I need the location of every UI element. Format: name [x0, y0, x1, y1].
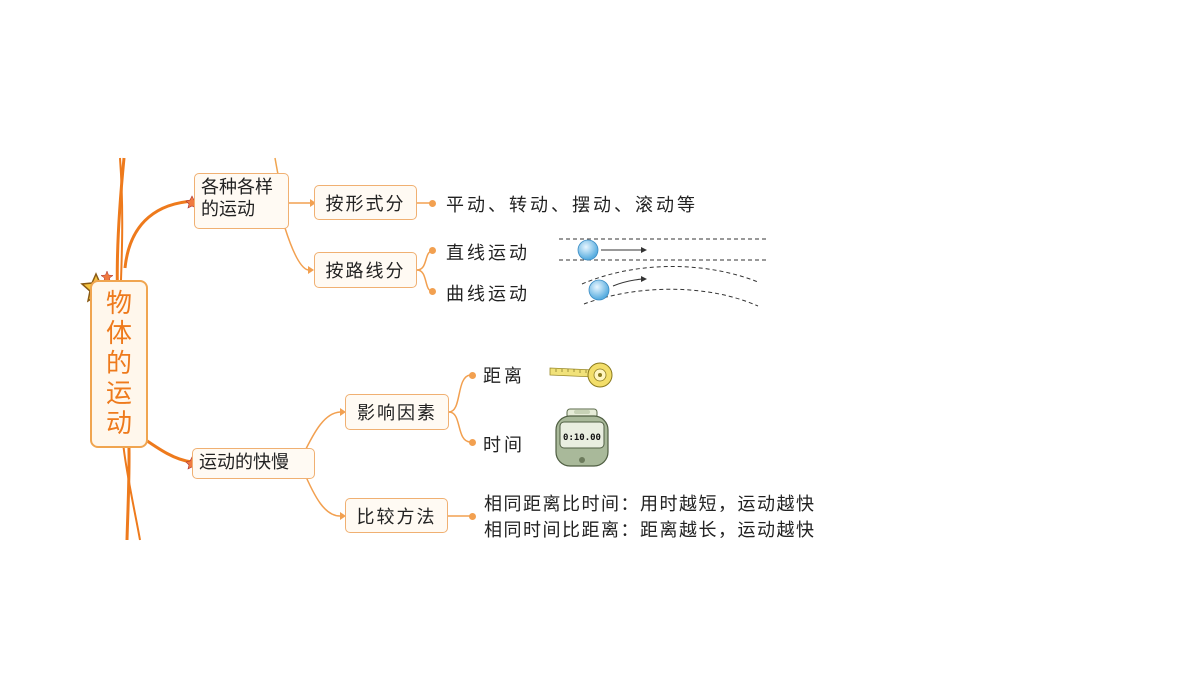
by-form-node[interactable]: 按形式分	[314, 185, 417, 220]
compare-label: 比较方法	[356, 506, 437, 528]
by-path-label: 按路线分	[325, 261, 406, 282]
by-form-label: 按形式分	[325, 193, 406, 215]
branch-types-node[interactable]: 各种各样的运动	[194, 173, 289, 229]
straight-motion-text: 直线运动	[446, 243, 530, 264]
ball-icon	[577, 239, 599, 261]
time-text: 时间	[483, 435, 525, 456]
factors-label: 影响因素	[357, 403, 437, 424]
root-label: 物体的运动	[105, 289, 132, 439]
leaf-dot	[469, 513, 476, 520]
leaf-dot	[429, 288, 436, 295]
curved-motion-text: 曲线运动	[446, 284, 530, 305]
stopwatch-display: 0:10.00	[563, 433, 601, 443]
leaf-dot	[429, 247, 436, 254]
root-node[interactable]: 物体的运动	[90, 280, 148, 448]
compare-rule-1: 相同距离比时间：用时越短，运动越快	[484, 494, 816, 515]
leaf-dot	[469, 439, 476, 446]
compare-node[interactable]: 比较方法	[345, 498, 448, 533]
stopwatch-icon: 0:10.00	[555, 408, 609, 467]
motion-forms-text: 平动、转动、摆动、滚动等	[446, 195, 698, 216]
ball-icon	[588, 279, 610, 301]
factors-node[interactable]: 影响因素	[345, 394, 449, 430]
leaf-dot	[429, 200, 436, 207]
straight-motion-illustration	[559, 238, 769, 261]
distance-text: 距离	[483, 366, 525, 387]
branch-types-label: 各种各样的运动	[201, 177, 273, 220]
compare-rule-2: 相同时间比距离：距离越长，运动越快	[484, 520, 816, 541]
by-path-node[interactable]: 按路线分	[314, 252, 417, 288]
branch-speed-label: 运动的快慢	[199, 452, 289, 473]
branch-speed-node[interactable]: 运动的快慢	[192, 448, 315, 479]
leaf-dot	[469, 372, 476, 379]
tape-measure-icon	[549, 362, 613, 388]
curved-motion-illustration	[581, 266, 759, 307]
